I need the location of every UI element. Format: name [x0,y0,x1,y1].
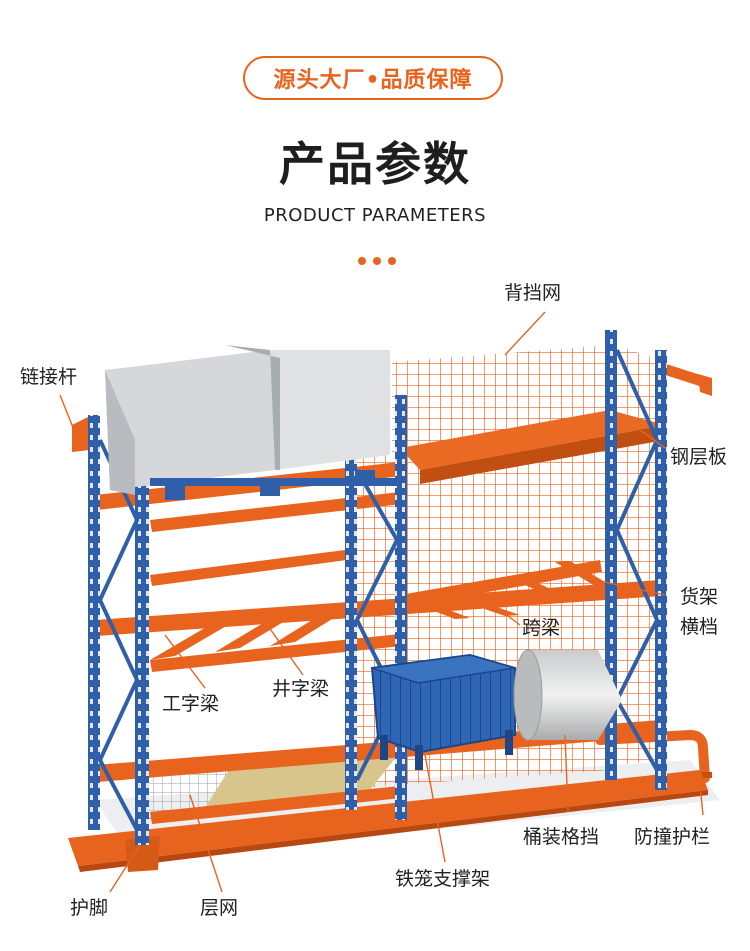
foot-guard [68,770,708,872]
label-guard-rail: 防撞护栏 [634,826,711,848]
beams [72,362,712,824]
storage-boxes [105,345,400,500]
iron-cage [370,653,516,770]
page-subtitle: PRODUCT PARAMETERS [263,205,487,226]
label-iron-cage: 铁笼支撑架 [395,868,491,890]
label-span-beam: 跨梁 [522,617,561,639]
label-layer-mesh: 层网 [200,897,239,919]
divider-dots [358,257,396,265]
label-steel-deck: 钢层板 [670,446,728,468]
drum [513,649,622,741]
leader-lines [59,311,704,893]
label-link-rod: 链接杆 [20,366,78,388]
quality-badge: 源头大厂•品质保障 [243,56,503,100]
label-shelf-beam-line2: 横档 [680,616,719,638]
label-grid-beam: 井字梁 [272,678,330,700]
label-i-beam: 工字梁 [162,693,220,715]
uprights [88,330,667,845]
page-title: 产品参数 [279,137,471,191]
label-shelf-beam-line1: 货架 [680,586,719,608]
label-back-mesh: 背挡网 [504,282,562,304]
label-barrel-stop: 桶装格挡 [523,826,600,848]
label-foot-guard: 护脚 [70,897,109,919]
